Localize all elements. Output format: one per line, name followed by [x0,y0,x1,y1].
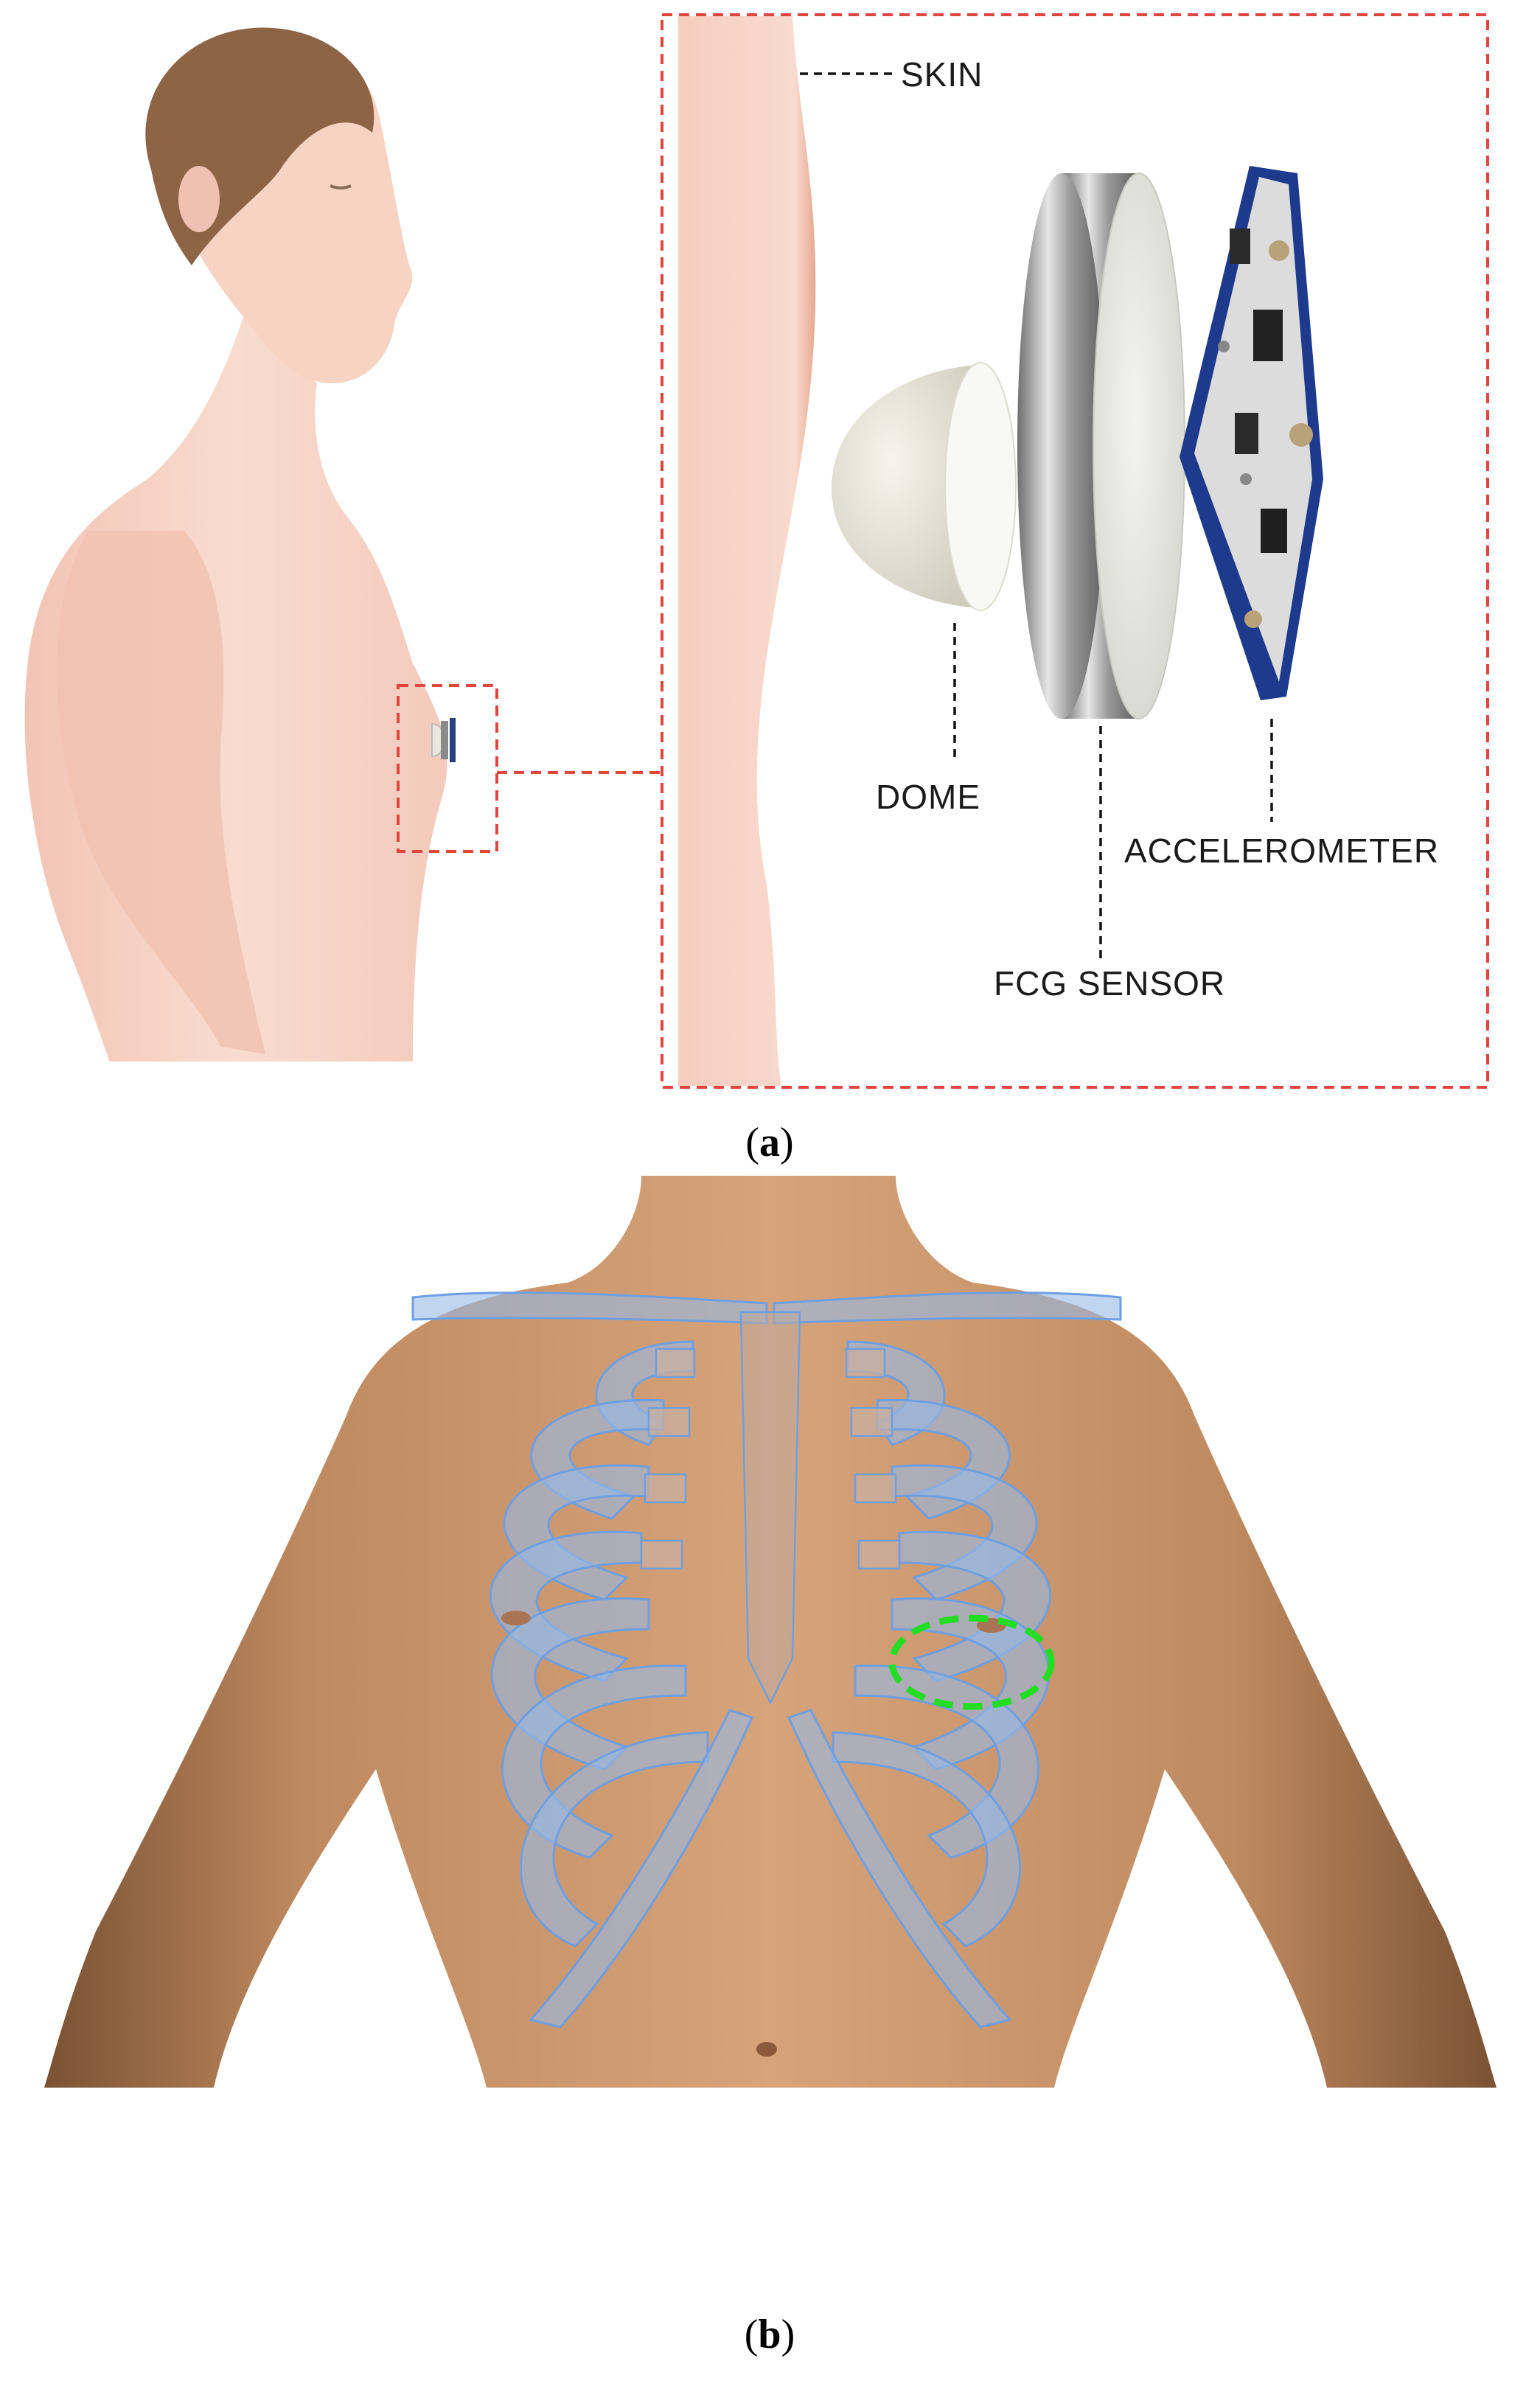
label-dome: DOME [876,778,980,816]
cartilage-r1 [655,1348,696,1378]
cartilage-r2 [647,1406,691,1437]
exploded-view: SKIN DOME ACCELEROMETER FCG SENSOR [661,13,1489,1089]
cartilage-l2 [850,1406,893,1437]
side-view-figure [24,27,661,1062]
panel-a: SKIN DOME ACCELEROMETER FCG SENSOR (a) [24,13,1489,1165]
device-on-body [431,718,456,762]
caption-a: (a) [745,1120,793,1165]
ribcage-overlay [411,1291,1122,2029]
accelerometer-component [1180,166,1323,700]
label-skin: SKIN [901,55,983,94]
costal-margin-l [787,1709,1012,2029]
small-callout-box [397,684,498,853]
navel [756,2042,777,2057]
rib-r7 [520,1731,709,1948]
label-accelerometer: ACCELEROMETER [1124,832,1439,870]
cartilage-l3 [854,1473,897,1504]
cartilage-l1 [845,1348,886,1378]
arm-side [57,531,266,1054]
sensor-placement-marker [888,1614,1055,1710]
ear [178,166,220,232]
sternum [739,1311,801,1705]
panel-b: (b) [44,1176,1497,2357]
rib-l7 [832,1731,1021,1948]
costal-margin-r [529,1709,754,2029]
cartilage-r4 [640,1539,683,1570]
eye-closed [330,184,352,189]
fcg-sensor-component [1017,172,1185,719]
caption-b: (b) [745,2312,795,2357]
cartilage-l4 [857,1539,901,1570]
cartilage-r3 [644,1473,687,1504]
nipple-right [501,1611,531,1625]
label-fcg-sensor: FCG SENSOR [994,964,1225,1003]
large-callout-box [661,13,1489,1089]
dome-component [831,362,1017,611]
skin-layer [678,16,816,1086]
